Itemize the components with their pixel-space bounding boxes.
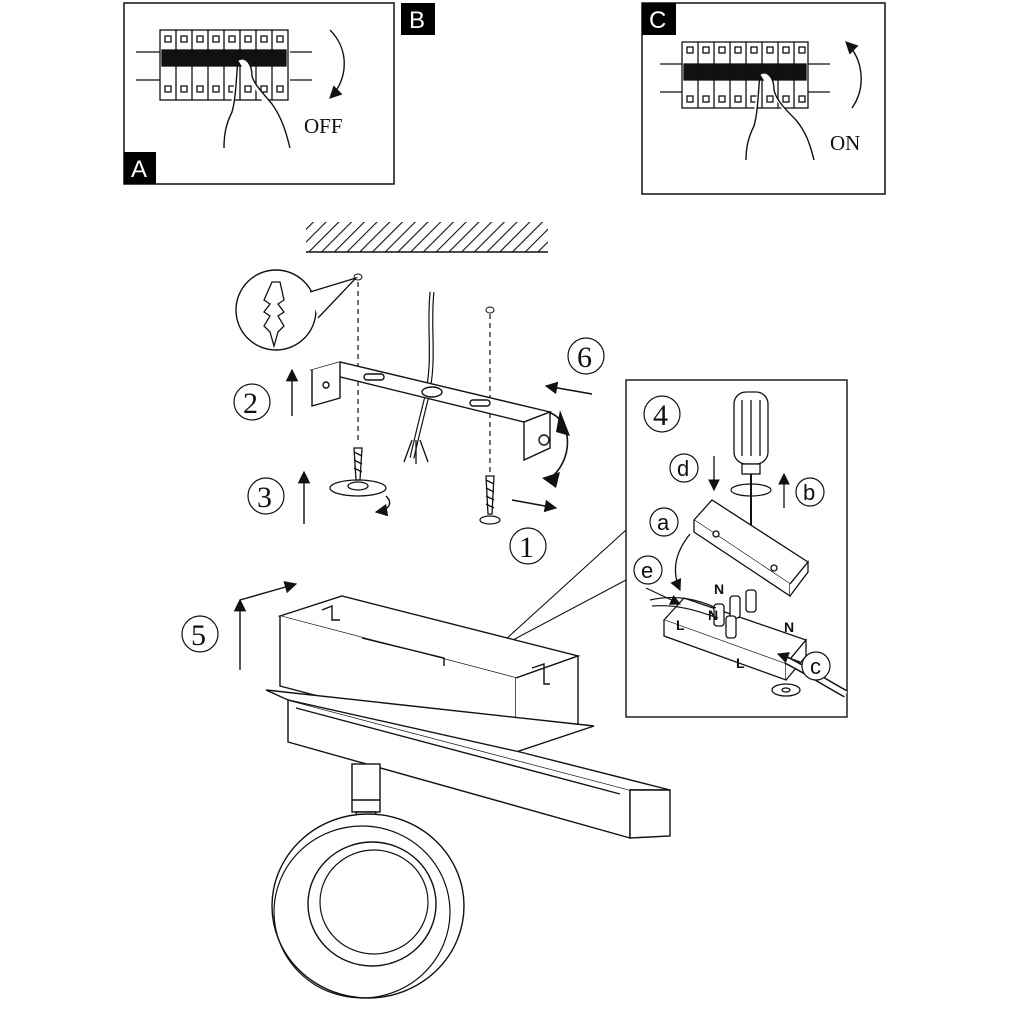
panel-tag-c: C <box>649 7 666 34</box>
off-arrow-icon <box>329 29 345 99</box>
panel-tag-a: A <box>131 156 147 183</box>
step-4-label: 4 <box>653 399 668 432</box>
ceiling-hatch <box>306 222 548 252</box>
step-2-marker: 2 <box>233 383 271 421</box>
step-6-label: 6 <box>577 341 592 374</box>
step-1-marker: 1 <box>509 527 547 565</box>
panel-tag-b: B <box>409 7 425 34</box>
panel-breaker-off: OFF A B <box>123 2 435 185</box>
wire-mark-live: L <box>676 617 685 633</box>
step-5-marker: 5 <box>181 615 219 653</box>
step-6-arrow-icon <box>544 381 593 395</box>
arrow-a-icon <box>670 533 691 592</box>
on-arrow-icon <box>845 41 862 109</box>
drill-guides <box>357 282 491 476</box>
step-3-marker: 3 <box>247 477 285 515</box>
arrow-e-icon <box>645 587 681 605</box>
step-5-arrow-icon <box>239 581 298 601</box>
terminal-cover <box>693 499 809 598</box>
off-label: OFF <box>304 114 343 138</box>
panel-wiring-detail: 4 <box>625 379 848 718</box>
spotlight-ring <box>271 813 465 999</box>
breaker-panel-icon <box>136 29 312 101</box>
wire-mark-neutral: N <box>714 581 724 597</box>
light-bar <box>265 689 671 839</box>
wire-mark-neutral: N <box>708 607 718 623</box>
detail-label-c: c <box>810 654 821 679</box>
panel-breaker-on: ON C <box>641 2 886 195</box>
wire-mark-neutral: N <box>784 619 794 635</box>
on-label: ON <box>830 131 860 155</box>
rotate-arrow-icon <box>374 495 391 517</box>
arrow-c-icon <box>776 652 801 664</box>
detail-label-e: e <box>641 558 653 583</box>
step-3-label: 3 <box>257 481 272 514</box>
step-5-label: 5 <box>191 619 206 652</box>
screw-icon <box>479 475 501 525</box>
hand-icon <box>223 58 291 149</box>
wall-plug-detail <box>235 269 359 351</box>
callout-lines <box>493 529 627 651</box>
detail-label-d: d <box>677 456 689 481</box>
breaker-panel-icon <box>660 41 830 109</box>
step-1-arrow-icon <box>511 499 558 513</box>
hand-icon <box>745 72 815 161</box>
step-1-label: 1 <box>519 531 534 564</box>
step-6-marker: 6 <box>567 337 605 375</box>
rotate-arrow-icon <box>547 411 569 481</box>
detail-label-a: a <box>657 510 670 535</box>
lamp-wires <box>649 597 719 619</box>
screw-icon <box>329 447 387 497</box>
step-2-label: 2 <box>243 387 258 420</box>
wire-mark-live: L <box>736 655 745 671</box>
terminal-block <box>662 589 808 697</box>
detail-label-b: b <box>803 480 815 505</box>
